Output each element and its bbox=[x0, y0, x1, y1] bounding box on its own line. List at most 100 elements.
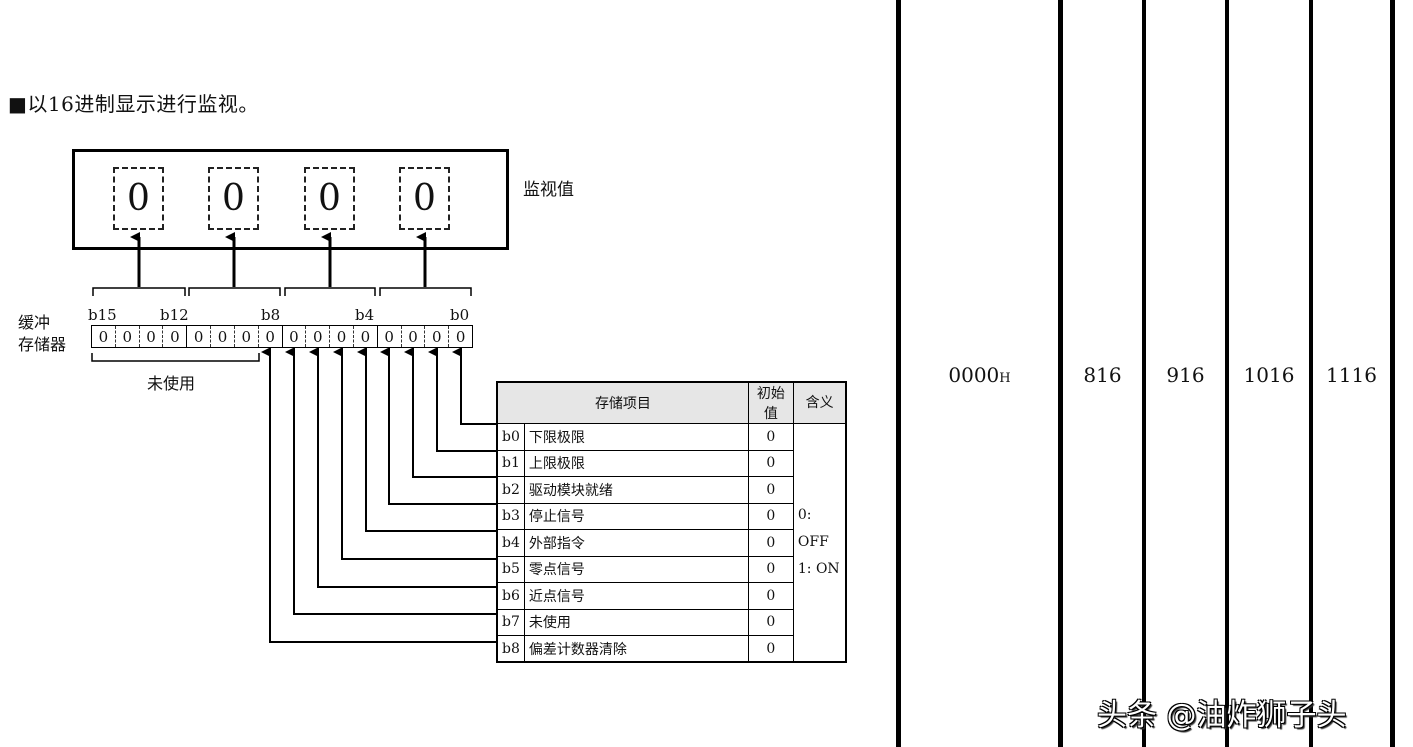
buffer-label: 存储器 bbox=[18, 335, 67, 354]
table-row: b0 下限极限 0 0: OFF 1: ON bbox=[496, 423, 847, 663]
bit-cell: 0 bbox=[92, 326, 116, 347]
row-bit: b8 bbox=[496, 635, 525, 663]
section-heading: ■以16进制显示进行监视。 bbox=[8, 92, 259, 116]
row-name: 未使用 bbox=[523, 608, 749, 636]
row-initial: 0 bbox=[747, 529, 794, 557]
address-cell: 916 bbox=[1166, 363, 1205, 387]
row-initial: 0 bbox=[747, 502, 794, 530]
row-name: 近点信号 bbox=[523, 582, 749, 610]
group-bracket bbox=[92, 287, 186, 296]
row-initial: 0 bbox=[747, 635, 794, 663]
monitor-digit: 0 bbox=[113, 167, 164, 230]
bit-arrow-b6 bbox=[309, 347, 497, 588]
group-bracket bbox=[379, 287, 472, 296]
bit-arrow-b0 bbox=[452, 347, 497, 425]
address-cell: 816 bbox=[1083, 363, 1122, 387]
bit-cell: 0 bbox=[283, 326, 307, 347]
bit-arrow-b7 bbox=[285, 347, 497, 615]
bit-arrow-b1 bbox=[428, 347, 497, 452]
row-bit: b2 bbox=[496, 476, 525, 504]
row-initial: 0 bbox=[747, 476, 794, 504]
row-name: 上限极限 bbox=[523, 449, 749, 477]
bit-cell: 0 bbox=[306, 326, 331, 347]
header-meaning: 含义 bbox=[792, 381, 847, 424]
row-bit: b6 bbox=[496, 582, 525, 610]
bit-label-b15: b15 bbox=[88, 306, 117, 324]
bit-cell: 0 bbox=[163, 326, 188, 347]
monitor-digit: 0 bbox=[208, 167, 259, 230]
row-initial: 0 bbox=[747, 449, 794, 477]
row-name: 偏差计数器清除 bbox=[523, 635, 749, 663]
meaning-off: 0: OFF bbox=[797, 507, 829, 550]
group-bracket bbox=[188, 287, 281, 296]
table-row: b8 偏差计数器清除 0 bbox=[496, 635, 846, 663]
group-bracket bbox=[284, 287, 376, 296]
bit-label-b12: b12 bbox=[160, 306, 189, 324]
address-cell: 1116 bbox=[1326, 363, 1377, 387]
bit-arrow-b8 bbox=[261, 347, 497, 643]
row-initial: 0 bbox=[747, 608, 794, 636]
bit-arrow-b4 bbox=[357, 347, 497, 532]
row-name: 零点信号 bbox=[523, 555, 749, 583]
bit-arrow-b5 bbox=[333, 347, 497, 560]
bit-arrow-b2 bbox=[404, 347, 497, 478]
bit-arrow-b3 bbox=[380, 347, 497, 505]
row-name: 下限极限 bbox=[523, 423, 749, 451]
monitor-value-label: 监视值 bbox=[523, 180, 574, 200]
row-bit: b0 bbox=[496, 423, 525, 451]
table-row: b7 未使用 0 bbox=[496, 608, 846, 636]
row-bit: b7 bbox=[496, 608, 525, 636]
address-cell: 1016 bbox=[1243, 363, 1295, 387]
bit-cell: 0 bbox=[259, 326, 283, 347]
bit-cell: 0 bbox=[211, 326, 235, 347]
meaning-on: 1: ON bbox=[797, 561, 840, 577]
row-bit: b5 bbox=[496, 555, 525, 583]
column-divider bbox=[1142, 0, 1146, 747]
bit-cell: 0 bbox=[235, 326, 259, 347]
table-header-row: 存储项目 初始值 含义 bbox=[496, 381, 847, 424]
default-value-cell: 0000H bbox=[901, 363, 1058, 387]
bit-cell: 0 bbox=[330, 326, 354, 347]
bit-cell: 0 bbox=[187, 326, 212, 347]
hex-suffix: H bbox=[999, 371, 1011, 386]
table-row: b1 上限极限 0 bbox=[496, 449, 846, 477]
meaning-cell: 0: OFF 1: ON bbox=[792, 423, 847, 663]
column-divider bbox=[1225, 0, 1229, 747]
bit-cell: 0 bbox=[140, 326, 164, 347]
row-bit: b4 bbox=[496, 529, 525, 557]
table-row: b6 近点信号 0 bbox=[496, 582, 846, 610]
header-initial: 初始值 bbox=[747, 381, 794, 424]
unused-label: 未使用 bbox=[147, 374, 196, 393]
connector-lines bbox=[91, 232, 497, 643]
bit-cell: 0 bbox=[378, 326, 402, 347]
monitor-digit: 0 bbox=[304, 167, 355, 230]
row-initial: 0 bbox=[747, 423, 794, 451]
table-row: b3 停止信号 0 bbox=[496, 502, 846, 530]
row-name: 驱动模块就绪 bbox=[523, 476, 749, 504]
row-initial: 0 bbox=[747, 582, 794, 610]
row-bit: b1 bbox=[496, 449, 525, 477]
column-divider bbox=[1058, 0, 1063, 747]
default-value: 0000 bbox=[948, 363, 1000, 387]
bit-cell: 0 bbox=[116, 326, 140, 347]
row-bit: b3 bbox=[496, 502, 525, 530]
table-row: b4 外部指令 0 bbox=[496, 529, 846, 557]
unused-bracket bbox=[91, 353, 260, 362]
row-name: 外部指令 bbox=[523, 529, 749, 557]
row-initial: 0 bbox=[747, 555, 794, 583]
bit-label-b4: b4 bbox=[355, 306, 375, 324]
bit-definition-table: 存储项目 初始值 含义 b0 下限极限 0 0: OFF 1: ON b1 上限… bbox=[496, 381, 848, 663]
column-divider bbox=[1309, 0, 1313, 747]
bit-cell: 0 bbox=[402, 326, 426, 347]
row-name: 停止信号 bbox=[523, 502, 749, 530]
buffer-label: 缓冲 bbox=[18, 313, 51, 332]
monitor-digit: 0 bbox=[399, 167, 450, 230]
bit-cell: 0 bbox=[425, 326, 450, 347]
bit-cell: 0 bbox=[354, 326, 378, 347]
column-divider bbox=[896, 0, 901, 747]
header-item: 存储项目 bbox=[496, 381, 749, 424]
bit-label-b8: b8 bbox=[261, 306, 281, 324]
bit-cell: 0 bbox=[455, 328, 466, 346]
monitor-value-box: 0 0 0 0 bbox=[72, 149, 509, 250]
bit-label-b0: b0 bbox=[450, 306, 470, 324]
